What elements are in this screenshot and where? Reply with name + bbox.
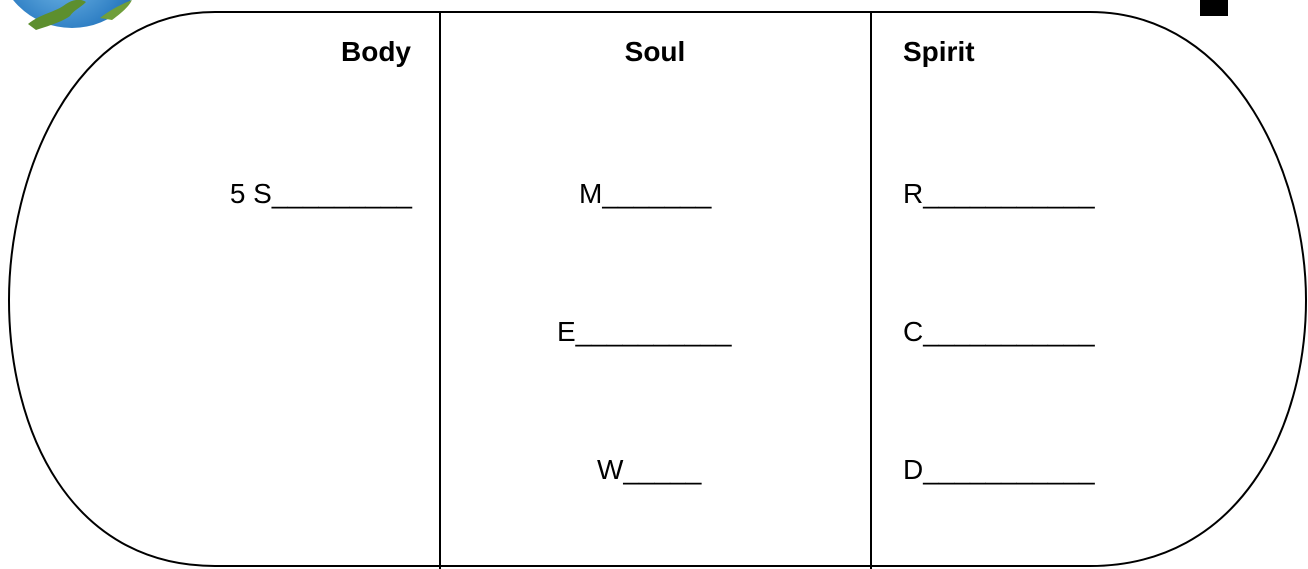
body-blank-senses: 5 S_________ [180,180,412,208]
globe-icon [0,0,148,30]
spirit-blank-r: R___________ [903,180,1095,208]
soul-blank-m: M_______ [579,180,711,208]
black-block-icon [1200,0,1228,16]
heading-body: Body [260,38,411,66]
heading-soul: Soul [560,38,750,66]
soul-blank-w: W_____ [597,456,701,484]
heading-spirit: Spirit [903,38,975,66]
soul-blank-e: E__________ [557,318,731,346]
spirit-blank-d: D___________ [903,456,1095,484]
spirit-blank-c: C___________ [903,318,1095,346]
